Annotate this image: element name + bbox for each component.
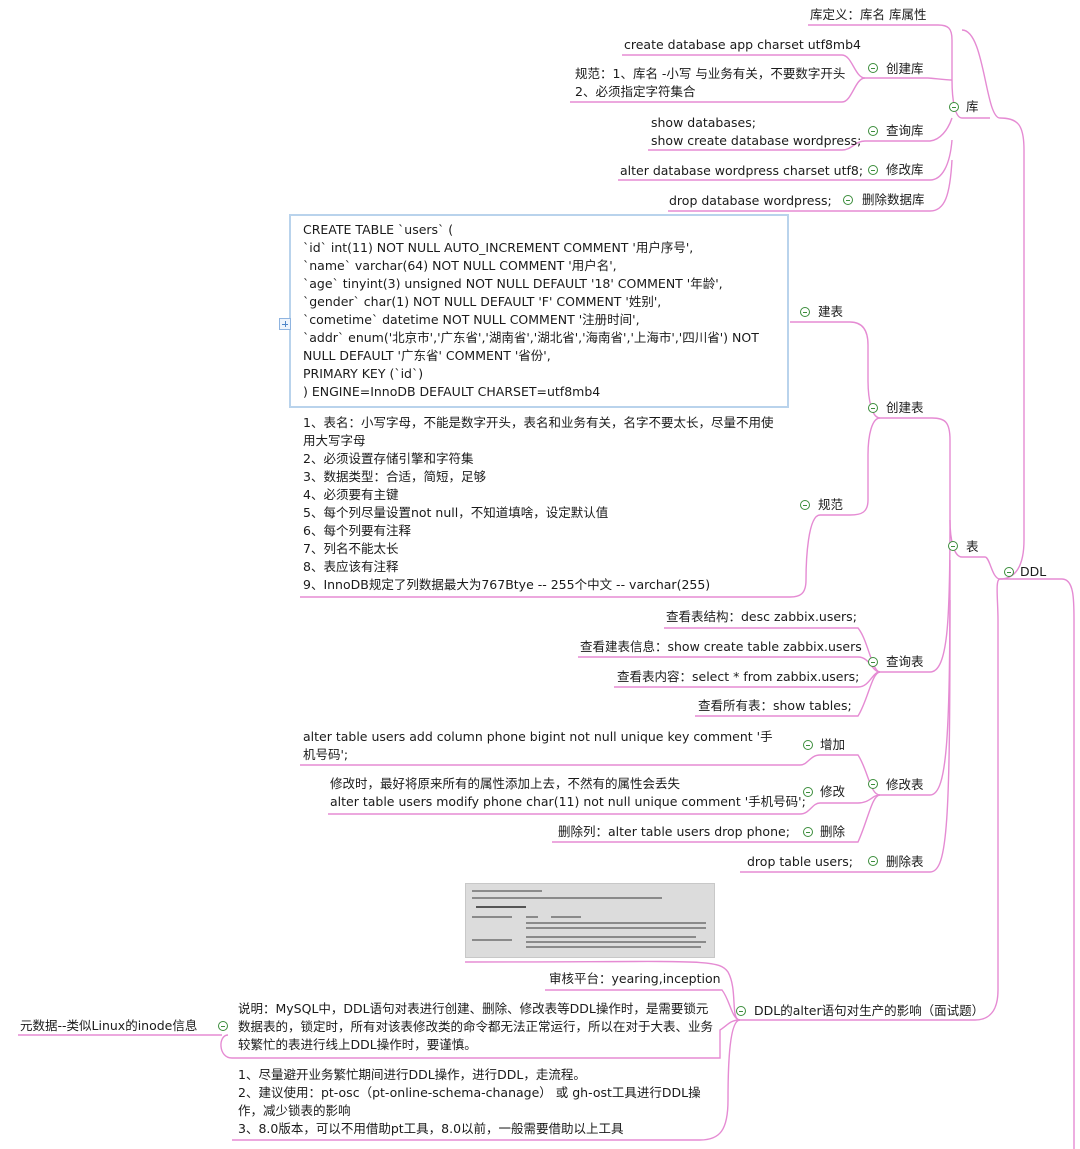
node-ddl-alter-impact[interactable]: DDL的alter语句对生产的影响（面试题） — [754, 1003, 985, 1018]
collapse-toggle-icon[interactable] — [800, 307, 810, 317]
collapse-toggle-icon[interactable] — [803, 740, 813, 750]
node-create-database[interactable]: 创建库 — [886, 61, 924, 76]
node-create-table[interactable]: 创建表 — [886, 400, 924, 415]
collapse-toggle-icon[interactable] — [736, 1006, 746, 1016]
expand-plus-icon[interactable] — [279, 318, 291, 330]
alter-modify-column-sql[interactable]: 修改时，最好将原来所有的属性添加上去，不然有的属性会丢失 alter table… — [330, 776, 806, 809]
reference-screenshot-thumbnail[interactable] — [465, 883, 715, 958]
audit-platforms[interactable]: 审核平台：yearing,inception — [549, 971, 721, 986]
query-table-show-tables[interactable]: 查看所有表：show tables; — [698, 698, 852, 713]
collapse-toggle-icon[interactable] — [948, 541, 958, 551]
collapse-toggle-icon[interactable] — [868, 856, 878, 866]
collapse-toggle-icon[interactable] — [868, 63, 878, 73]
ddl-best-practices[interactable]: 1、尽量避开业务繁忙期间进行DDL操作，进行DDL，走流程。 2、建议使用：pt… — [238, 1067, 701, 1136]
create-database-example[interactable]: create database app charset utf8mb4 — [624, 37, 861, 52]
node-alter-table[interactable]: 修改表 — [886, 777, 924, 792]
collapse-toggle-icon[interactable] — [800, 500, 810, 510]
drop-database-example[interactable]: drop database wordpress; — [669, 193, 832, 208]
collapse-toggle-icon[interactable] — [949, 102, 959, 112]
collapse-toggle-icon[interactable] — [868, 403, 878, 413]
node-alter-delete[interactable]: 删除 — [820, 824, 846, 839]
collapse-toggle-icon[interactable] — [868, 779, 878, 789]
collapse-toggle-icon[interactable] — [868, 657, 878, 667]
ku-definition[interactable]: 库定义：库名 库属性 — [810, 7, 927, 22]
node-drop-database[interactable]: 删除数据库 — [862, 192, 925, 207]
node-drop-table[interactable]: 删除表 — [886, 854, 924, 869]
node-biao[interactable]: 表 — [966, 539, 979, 554]
node-build-table[interactable]: 建表 — [818, 304, 844, 319]
node-alter-database[interactable]: 修改库 — [886, 162, 924, 177]
node-alter-modify[interactable]: 修改 — [820, 784, 846, 799]
node-alter-add[interactable]: 增加 — [820, 737, 846, 752]
drop-table-example[interactable]: drop table users; — [747, 854, 853, 869]
collapse-toggle-icon[interactable] — [803, 827, 813, 837]
root-node-ddl[interactable]: DDL — [1020, 564, 1047, 579]
node-query-table[interactable]: 查询表 — [886, 654, 924, 669]
table-rules-list[interactable]: 1、表名：小写字母，不能是数字开头，表名和业务有关，名字不要太长，尽量不用使用大… — [303, 415, 774, 592]
create-table-sql: CREATE TABLE `users` ( `id` int(11) NOT … — [303, 222, 759, 399]
database-naming-rules[interactable]: 规范：1、库名 -小写 与业务有关，不要数字开头 2、必须指定字符集合 — [575, 66, 846, 99]
create-table-sql-box[interactable] — [289, 214, 789, 408]
query-table-select[interactable]: 查看表内容：select * from zabbix.users; — [617, 669, 860, 684]
node-query-database[interactable]: 查询库 — [886, 123, 924, 138]
alter-drop-column-sql[interactable]: 删除列：alter table users drop phone; — [558, 824, 790, 839]
query-database-commands[interactable]: show databases; show create database wor… — [651, 115, 862, 148]
ddl-lock-explanation[interactable]: 说明：MySQL中，DDL语句对表进行创建、删除、修改表等DDL操作时，是需要锁… — [238, 1001, 714, 1052]
metadata-note[interactable]: 元数据--类似Linux的inode信息 — [20, 1018, 198, 1033]
node-ku[interactable]: 库 — [966, 99, 979, 114]
query-table-show-create[interactable]: 查看建表信息：show create table zabbix.users — [580, 639, 862, 654]
alter-database-example[interactable]: alter database wordpress charset utf8; — [620, 163, 864, 178]
collapse-toggle-icon[interactable] — [843, 195, 853, 205]
node-table-rules[interactable]: 规范 — [818, 497, 844, 512]
collapse-toggle-icon[interactable] — [218, 1021, 228, 1031]
collapse-toggle-icon[interactable] — [868, 165, 878, 175]
alter-add-column-sql[interactable]: alter table users add column phone bigin… — [303, 729, 773, 762]
collapse-toggle-icon[interactable] — [868, 126, 878, 136]
collapse-toggle-icon[interactable] — [1004, 567, 1014, 577]
collapse-toggle-icon[interactable] — [803, 787, 813, 797]
query-table-desc[interactable]: 查看表结构：desc zabbix.users; — [666, 609, 857, 624]
